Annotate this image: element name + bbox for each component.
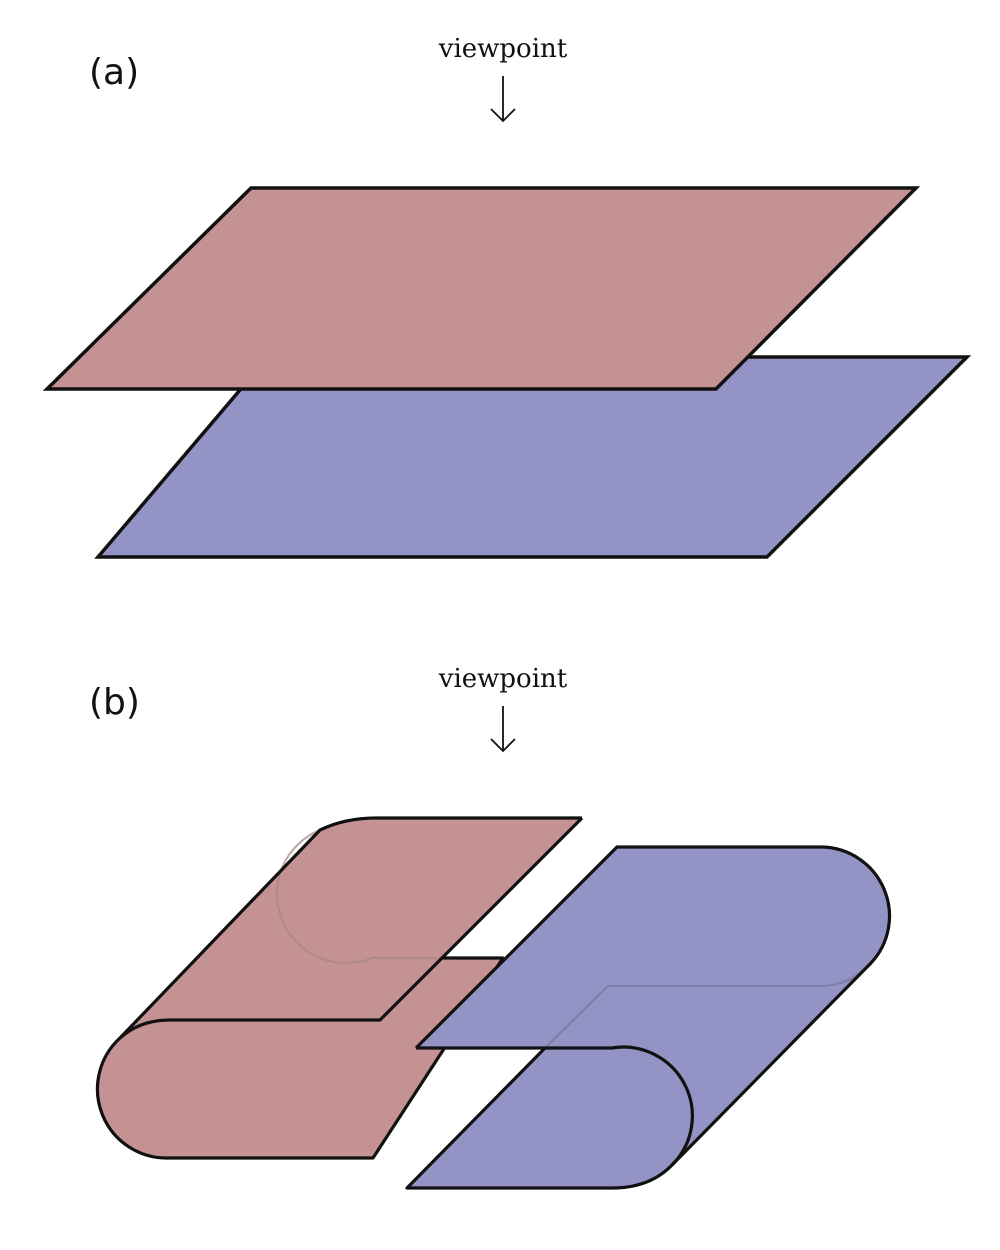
- panel-a-label: (a): [89, 52, 139, 93]
- red-folded-sheet: [95, 816, 584, 1160]
- down-arrow-icon: [490, 76, 516, 123]
- panel-b-label: (b): [89, 682, 140, 723]
- red-sheet-top-edge: [118, 816, 584, 1040]
- panel-b: (b) viewpoint: [89, 664, 892, 1190]
- blue-sheet-top-layer: [416, 847, 890, 1165]
- red-sheet-outline: [95, 816, 582, 1160]
- viewpoint-indicator-a: viewpoint: [438, 34, 568, 123]
- panel-a: (a) viewpoint: [42, 34, 972, 559]
- blue-folded-sheet: [405, 845, 892, 1190]
- viewpoint-label-b: viewpoint: [438, 664, 568, 694]
- down-arrow-icon: [490, 706, 516, 753]
- upper-sheet: [42, 186, 921, 391]
- red-sheet-top-layer: [120, 818, 582, 1038]
- viewpoint-indicator-b: viewpoint: [438, 664, 568, 753]
- viewpoint-label-a: viewpoint: [438, 34, 568, 64]
- blue-sheet-outline: [405, 845, 892, 1190]
- blue-sheet-fold-edge: [416, 1045, 694, 1167]
- red-sheet-hidden-edge: [275, 828, 441, 965]
- red-sheet-fold: [97, 818, 503, 1159]
